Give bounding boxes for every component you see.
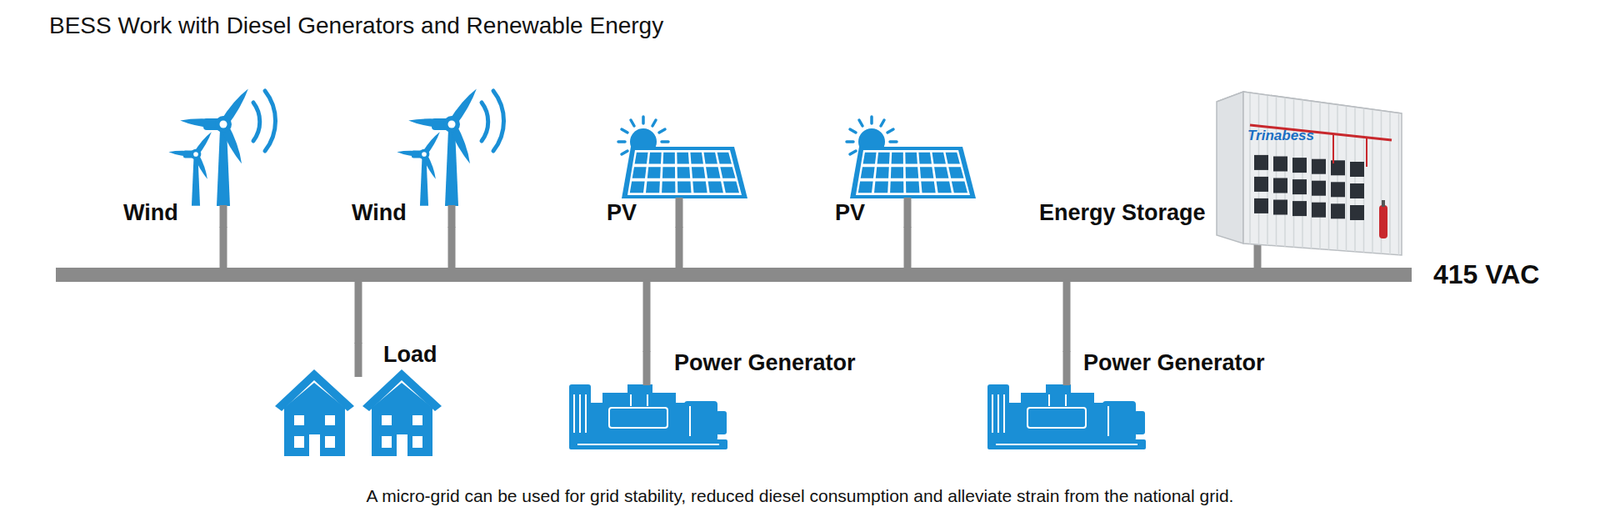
bus-node: 415 VAC <box>55 267 1556 282</box>
battery-container <box>1216 91 1402 255</box>
component-node: PV <box>600 116 755 227</box>
component-node: Power Generator <box>983 351 1300 456</box>
component-label: Power Generator <box>1083 351 1265 375</box>
wind-turbine <box>396 85 504 206</box>
connector-line <box>220 226 228 268</box>
houses <box>275 369 442 456</box>
component-label: Energy Storage <box>1039 201 1206 225</box>
bus-connector <box>1066 281 1068 352</box>
component-label: Wind <box>351 201 407 225</box>
component-label: Wind <box>123 201 179 225</box>
bus-connector <box>223 226 225 268</box>
solar-panel <box>618 116 748 199</box>
component-node: Wind <box>345 83 520 227</box>
bus-connector <box>907 226 909 268</box>
bus-connector <box>451 226 453 268</box>
component-node: PV <box>828 116 983 227</box>
bus-connector <box>646 281 648 352</box>
stub-wire <box>223 197 1067 385</box>
bus-bar <box>55 267 1412 282</box>
connector-line <box>675 226 684 268</box>
component-node: Power Generator <box>562 351 880 456</box>
component-node: Load <box>266 343 446 460</box>
component-node: Energy Storage <box>1033 79 1405 227</box>
diagram-caption: A micro-grid can be used for grid stabil… <box>0 485 1600 505</box>
logo-text: Trinabess <box>1247 128 1315 143</box>
connector-line <box>448 226 456 268</box>
connector-line <box>1063 281 1071 352</box>
component-node: Wind <box>116 83 292 227</box>
diesel-generator <box>987 384 1146 450</box>
solar-panel <box>846 116 976 199</box>
connector-line <box>643 281 651 352</box>
diagram-title: BESS Work with Diesel Generators and Ren… <box>49 13 664 40</box>
component-label: Load <box>383 343 438 366</box>
component-label: PV <box>606 201 637 225</box>
bus-connector <box>358 281 360 344</box>
bus-connector <box>679 226 680 268</box>
connector-line <box>904 226 912 268</box>
connector-line <box>355 281 363 344</box>
wind-turbine <box>168 85 275 206</box>
component-label: PV <box>835 201 865 225</box>
voltage-label: 415 VAC <box>1433 260 1540 288</box>
component-label: Power Generator <box>674 351 856 375</box>
diesel-generator <box>569 384 728 450</box>
